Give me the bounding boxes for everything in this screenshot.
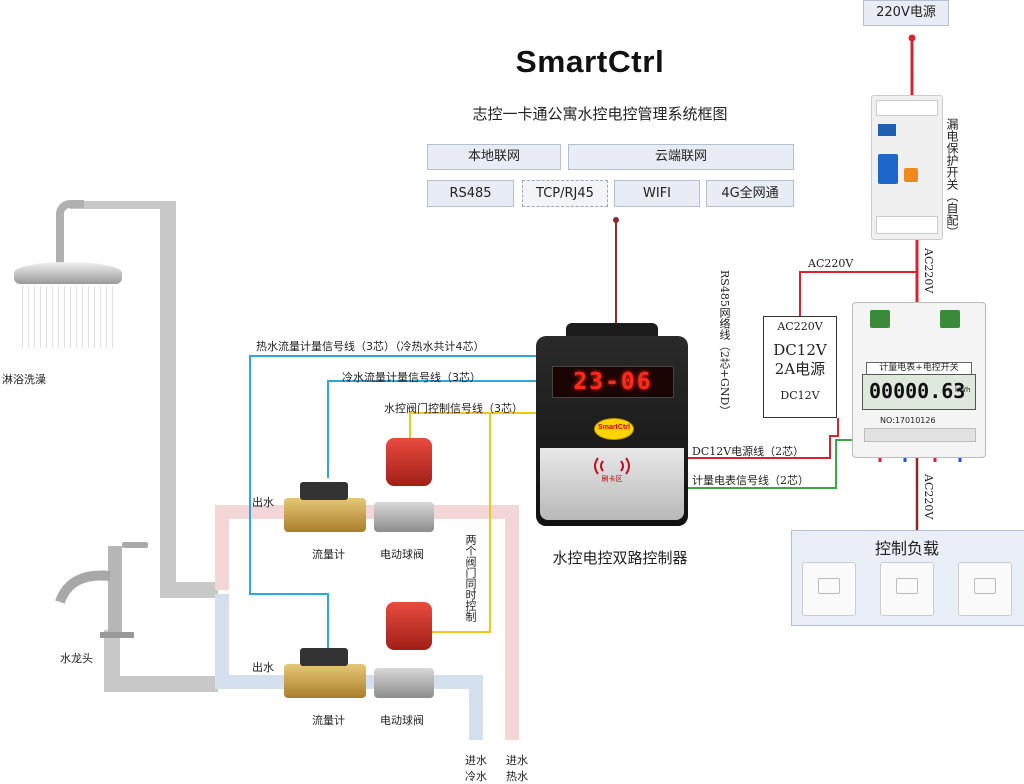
card-zone-label: 刷卡区 xyxy=(601,475,623,483)
controller-card-panel xyxy=(540,448,684,520)
rs485-line-label: RS485网络线（2芯+GND） xyxy=(718,270,731,417)
display-text: 23-06 xyxy=(573,369,653,395)
hot-water-pipe xyxy=(215,505,519,740)
inlet-hot-label-1: 进水 xyxy=(506,754,528,767)
breaker-terminal-bottom xyxy=(876,216,938,234)
shower-label: 淋浴洗澡 xyxy=(2,373,46,386)
ac-to-psu-wire xyxy=(799,271,917,316)
network-tcp: TCP/RJ45 xyxy=(522,180,608,207)
both-valves-label: 两个阀门同时控制 xyxy=(464,534,477,622)
dc12v-power-supply: AC220V DC12V 2A电源 DC12V xyxy=(763,316,837,418)
valve-bottom-label: 电动球阀 xyxy=(380,714,424,727)
hot-flow-signal-wire xyxy=(249,355,539,650)
meter-terminal-strip xyxy=(864,428,976,442)
diagram-title: 志控一卡通公寓水控电控管理系统框图 xyxy=(472,105,728,123)
meter-terminal-green xyxy=(870,310,890,328)
cold-flow-signal-label: 冷水流量计量信号线（3芯） xyxy=(342,371,481,384)
valve-body-top-icon xyxy=(374,502,434,532)
electric-valve-bottom-icon xyxy=(386,602,432,650)
load-title: 控制负载 xyxy=(874,539,939,558)
brand-logo: SmartCtrl xyxy=(515,44,665,79)
flow-sensor-top-icon xyxy=(300,482,348,500)
valve-signal-label: 水控阀门控制信号线（3芯） xyxy=(384,402,523,415)
faucet-label: 水龙头 xyxy=(60,652,93,665)
valve-body-bottom-icon xyxy=(374,668,434,698)
flow-meter-bottom-label: 流量计 xyxy=(312,714,345,727)
power-outlet-icon xyxy=(880,562,934,616)
meter-terminal-green-2 xyxy=(940,310,960,328)
ac-label-load: AC220V xyxy=(922,474,935,520)
flow-meter-top-icon xyxy=(284,498,366,532)
breaker-terminal-top xyxy=(876,100,938,116)
network-wifi: WIFI xyxy=(614,180,700,207)
dc12v-wire xyxy=(688,418,839,459)
inlet-cold-label-2: 冷水 xyxy=(465,770,487,783)
shower-arm xyxy=(56,200,84,268)
breaker-test-button xyxy=(904,168,918,182)
controller-name: 水控电控双路控制器 xyxy=(552,549,688,567)
valve-control-wire xyxy=(409,412,539,446)
inlet-cold-label-1: 进水 xyxy=(465,754,487,767)
meter-signal-wire xyxy=(688,439,852,489)
rfid-icon xyxy=(588,456,636,476)
outlet-slot-icon xyxy=(974,578,996,594)
valve-top-label: 电动球阀 xyxy=(380,548,424,561)
meter-reading: 00000.63 xyxy=(869,379,966,403)
meter-display: 00000.63 xyxy=(862,374,976,410)
breaker-lever xyxy=(878,154,898,184)
shower-pipe xyxy=(160,205,218,598)
network-rs485: RS485 xyxy=(427,180,514,207)
flow-meter-bottom-icon xyxy=(284,664,366,698)
controller-display: 23-06 xyxy=(552,366,674,398)
ac-label-psu: AC220V xyxy=(808,257,854,270)
dc12v-line-label: DC12V电源线（2芯） xyxy=(692,445,805,458)
controller-logo: SmartCtrl xyxy=(594,418,634,440)
meter-signal-label: 计量电表信号线（2芯） xyxy=(692,474,809,487)
flow-sensor-bottom-icon xyxy=(300,648,348,666)
cold-flow-signal-wire xyxy=(327,380,539,478)
leakage-breaker xyxy=(871,95,943,240)
network-cloud: 云端联网 xyxy=(568,144,794,170)
faucet-icon xyxy=(50,532,150,642)
network-local: 本地联网 xyxy=(427,144,561,170)
outlet-slot-icon xyxy=(896,578,918,594)
psu-output-label: DC12V xyxy=(780,389,820,402)
hot-flow-signal-label: 热水流量计量信号线（3芯）（冷热水共计4芯） xyxy=(256,340,485,353)
shower-water-icon xyxy=(22,286,114,348)
psu-title-1: DC12V xyxy=(773,341,827,359)
psu-input-label: AC220V xyxy=(777,320,823,333)
network-4g: 4G全网通 xyxy=(706,180,794,207)
faucet-pipe xyxy=(104,630,218,692)
shower-head-icon xyxy=(14,262,122,284)
psu-title-2: 2A电源 xyxy=(774,360,826,378)
inlet-hot-label-2: 热水 xyxy=(506,770,528,783)
power-outlet-icon xyxy=(802,562,856,616)
outlet-label-top: 出水 xyxy=(252,496,274,509)
breaker-label: 漏电保护开关（自配） xyxy=(945,118,959,238)
outlet-slot-icon xyxy=(818,578,840,594)
meter-unit: kWh xyxy=(955,386,971,394)
flow-meter-top-label: 流量计 xyxy=(312,548,345,561)
outlet-label-bottom: 出水 xyxy=(252,661,274,674)
breaker-brand-badge xyxy=(878,124,896,136)
power-outlet-icon xyxy=(958,562,1012,616)
ac-label-meter: AC220V xyxy=(922,248,935,294)
meter-number: NO:17010126 xyxy=(880,416,936,425)
power-source-box: 220V电源 xyxy=(863,0,949,26)
electric-valve-top-icon xyxy=(386,438,432,486)
